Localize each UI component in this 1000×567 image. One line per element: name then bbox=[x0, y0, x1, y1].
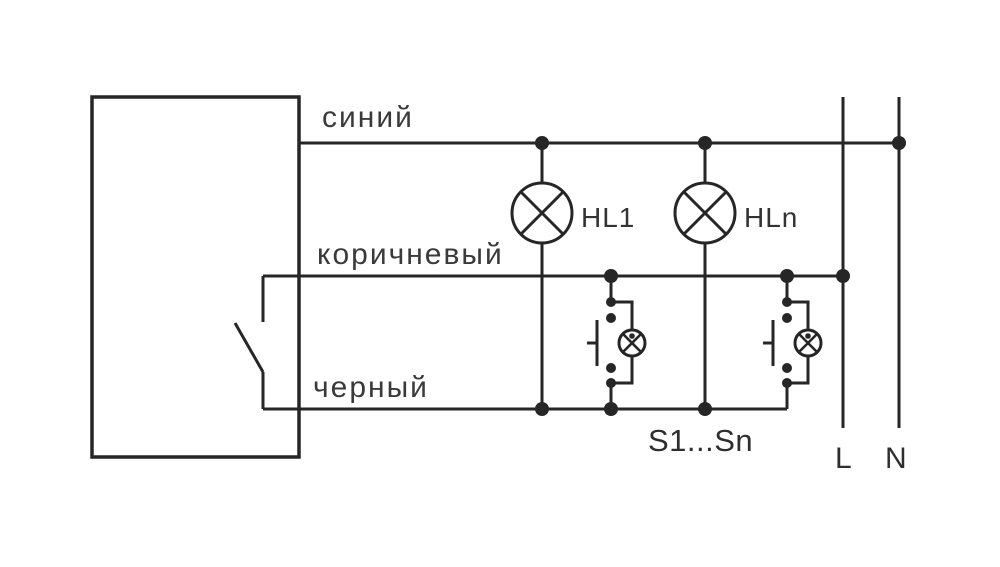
junction-dot bbox=[604, 402, 618, 416]
junction-dot bbox=[780, 269, 794, 283]
junction-dot bbox=[836, 269, 850, 283]
junction-dot bbox=[698, 402, 712, 416]
junction-dot bbox=[698, 136, 712, 150]
neutral-terminal-label: N bbox=[885, 442, 907, 475]
switch-group-label: S1...Sn bbox=[648, 423, 753, 458]
pushbutton-sn bbox=[761, 274, 823, 411]
relay-contact-symbol bbox=[233, 276, 265, 409]
black-wire-label: черный bbox=[313, 371, 429, 404]
blue-wire-label: синий bbox=[322, 101, 414, 134]
junction-dot bbox=[535, 136, 549, 150]
junction-dot bbox=[535, 402, 549, 416]
lamp-hln-label: HLn bbox=[744, 202, 798, 233]
pushbutton-s1 bbox=[585, 274, 647, 411]
lamp-hln bbox=[673, 181, 737, 245]
junction-dot bbox=[604, 269, 618, 283]
line-terminal-label: L bbox=[835, 442, 852, 475]
brown-wire-label: коричневый bbox=[317, 238, 504, 271]
lamp-hl1 bbox=[510, 181, 574, 245]
lamp-hl1-label: HL1 bbox=[581, 202, 635, 233]
junction-dots bbox=[535, 136, 906, 416]
junction-dot bbox=[892, 136, 906, 150]
